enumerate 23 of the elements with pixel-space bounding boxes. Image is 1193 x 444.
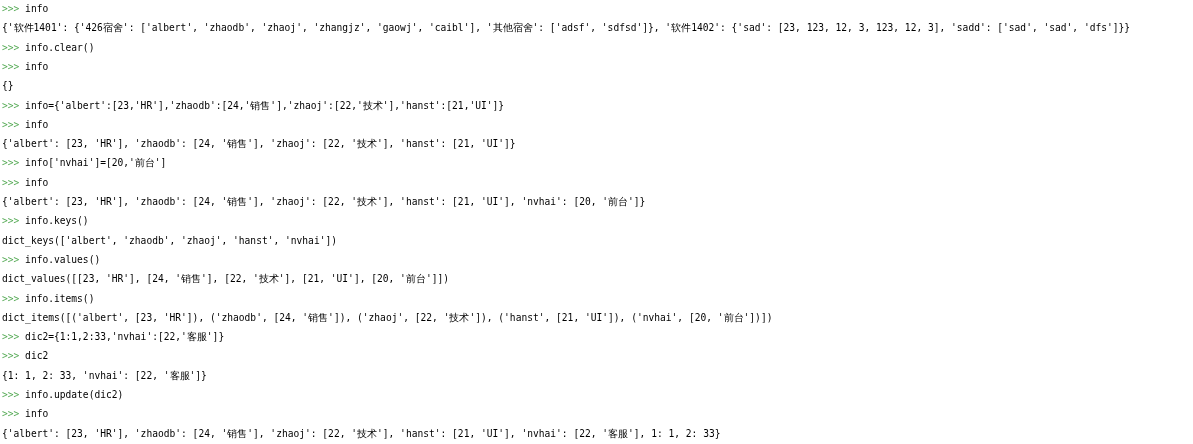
console-output-line: {'albert': [23, 'HR'], 'zhaodb': [24, '销售'], 'zhaoj': [22, '技术'], 'hanst': [21, 'UI'], 'nvhai': [20, '前台']} xyxy=(2,195,646,209)
console-output-line: dict_values([[23, 'HR'], [24, '销售'], [22, '技术'], [21, 'UI'], [20, '前台']]) xyxy=(2,272,449,287)
console-output-line: {'软件1401': {'426宿舍': ['albert', 'zhaodb', 'zhaoj', 'zhangjz', 'gaowj', 'caibl'], '其他宿舍': ['adsf', 'sdfsd']}, '软件1402': {'sad': [23, 123, 12, 3, 123, 12, 3], 'sadd': ['sad', 'sad', 'dfs']}} xyxy=(2,21,1131,36)
console-input-line: >>> info.clear() xyxy=(2,40,95,55)
console-input-line: >>> info['nvhai']=[20,'前台'] xyxy=(2,156,167,171)
console-output-line: {1: 1, 2: 33, 'nvhai': [22, '客服']} xyxy=(2,368,207,383)
console-output-line: dict_keys(['albert', 'zhaodb', 'zhaoj', 'hanst', 'nvhai']) xyxy=(2,233,337,248)
console-input-line: >>> info xyxy=(2,2,49,16)
console-output-line: dict_items([('albert', [23, 'HR']), ('zhaodb', [24, '销售']), ('zhaoj', [22, '技术']), ('hanst', [21, 'UI']), ('nvhai', [20, '前台'])]) xyxy=(2,310,773,325)
console-input-line: >>> info={'albert':[23,'HR'],'zhaodb':[24,'销售'],'zhaoj':[22,'技术'],'hanst':[21,'UI']} xyxy=(2,98,505,113)
console-output-line: {'albert': [23, 'HR'], 'zhaodb': [24, '销售'], 'zhaoj': [22, '技术'], 'hanst': [21, 'UI'], 'nvhai': [22, '客服'], 1: 1, 2: 33} xyxy=(2,426,721,441)
console-input-line: >>> dic2 xyxy=(2,349,49,364)
console-input-line: >>> info xyxy=(2,59,49,74)
console-output-line: {} xyxy=(2,79,14,94)
console-input-line: >>> info xyxy=(2,407,49,422)
console-output-line: {'albert': [23, 'HR'], 'zhaodb': [24, '销售'], 'zhaoj': [22, '技术'], 'hanst': [21, 'UI']} xyxy=(2,137,516,152)
console-input-line: >>> dic2={1:1,2:33,'nvhai':[22,'客服']} xyxy=(2,330,225,345)
console-input-line: >>> info xyxy=(2,175,49,190)
console-input-line: >>> info.values() xyxy=(2,252,101,267)
console-input-line: >>> info xyxy=(2,117,49,132)
console-input-line: >>> info.keys() xyxy=(2,214,89,229)
console-input-line: >>> info.update(dic2) xyxy=(2,388,124,402)
console-input-line: >>> info.items() xyxy=(2,291,95,306)
